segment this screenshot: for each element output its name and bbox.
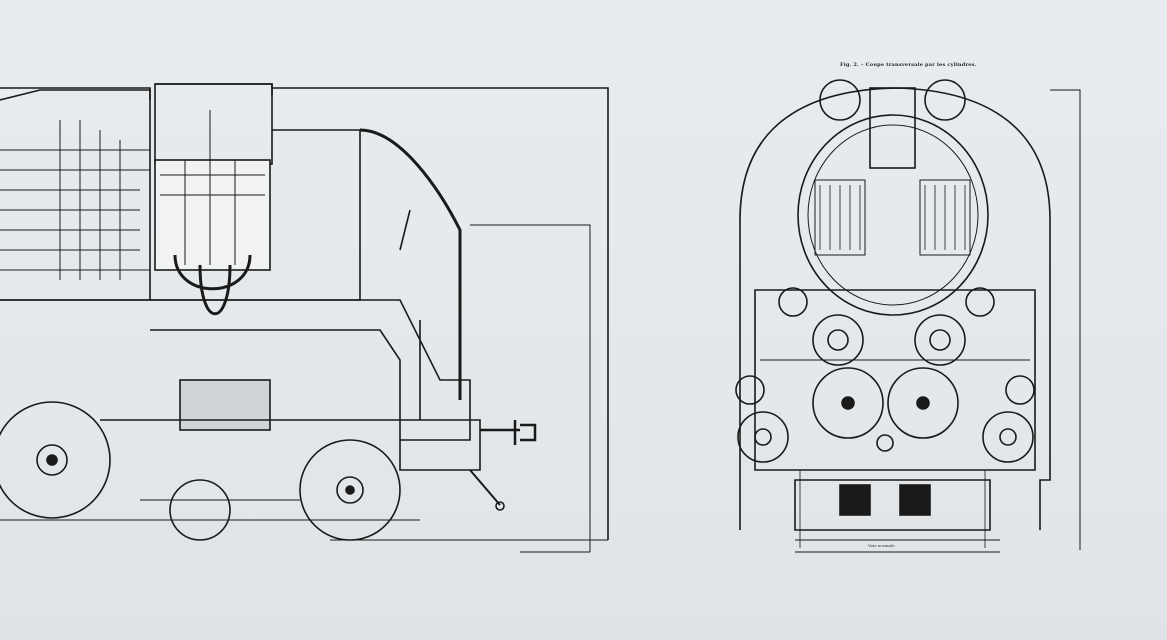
dimension-label: Voie normale — [868, 543, 895, 548]
figure-caption: Fig. 2. – Coupe transversale par les cyl… — [840, 62, 977, 68]
side-elevation — [0, 83, 609, 553]
front-cross-section — [735, 79, 1081, 553]
